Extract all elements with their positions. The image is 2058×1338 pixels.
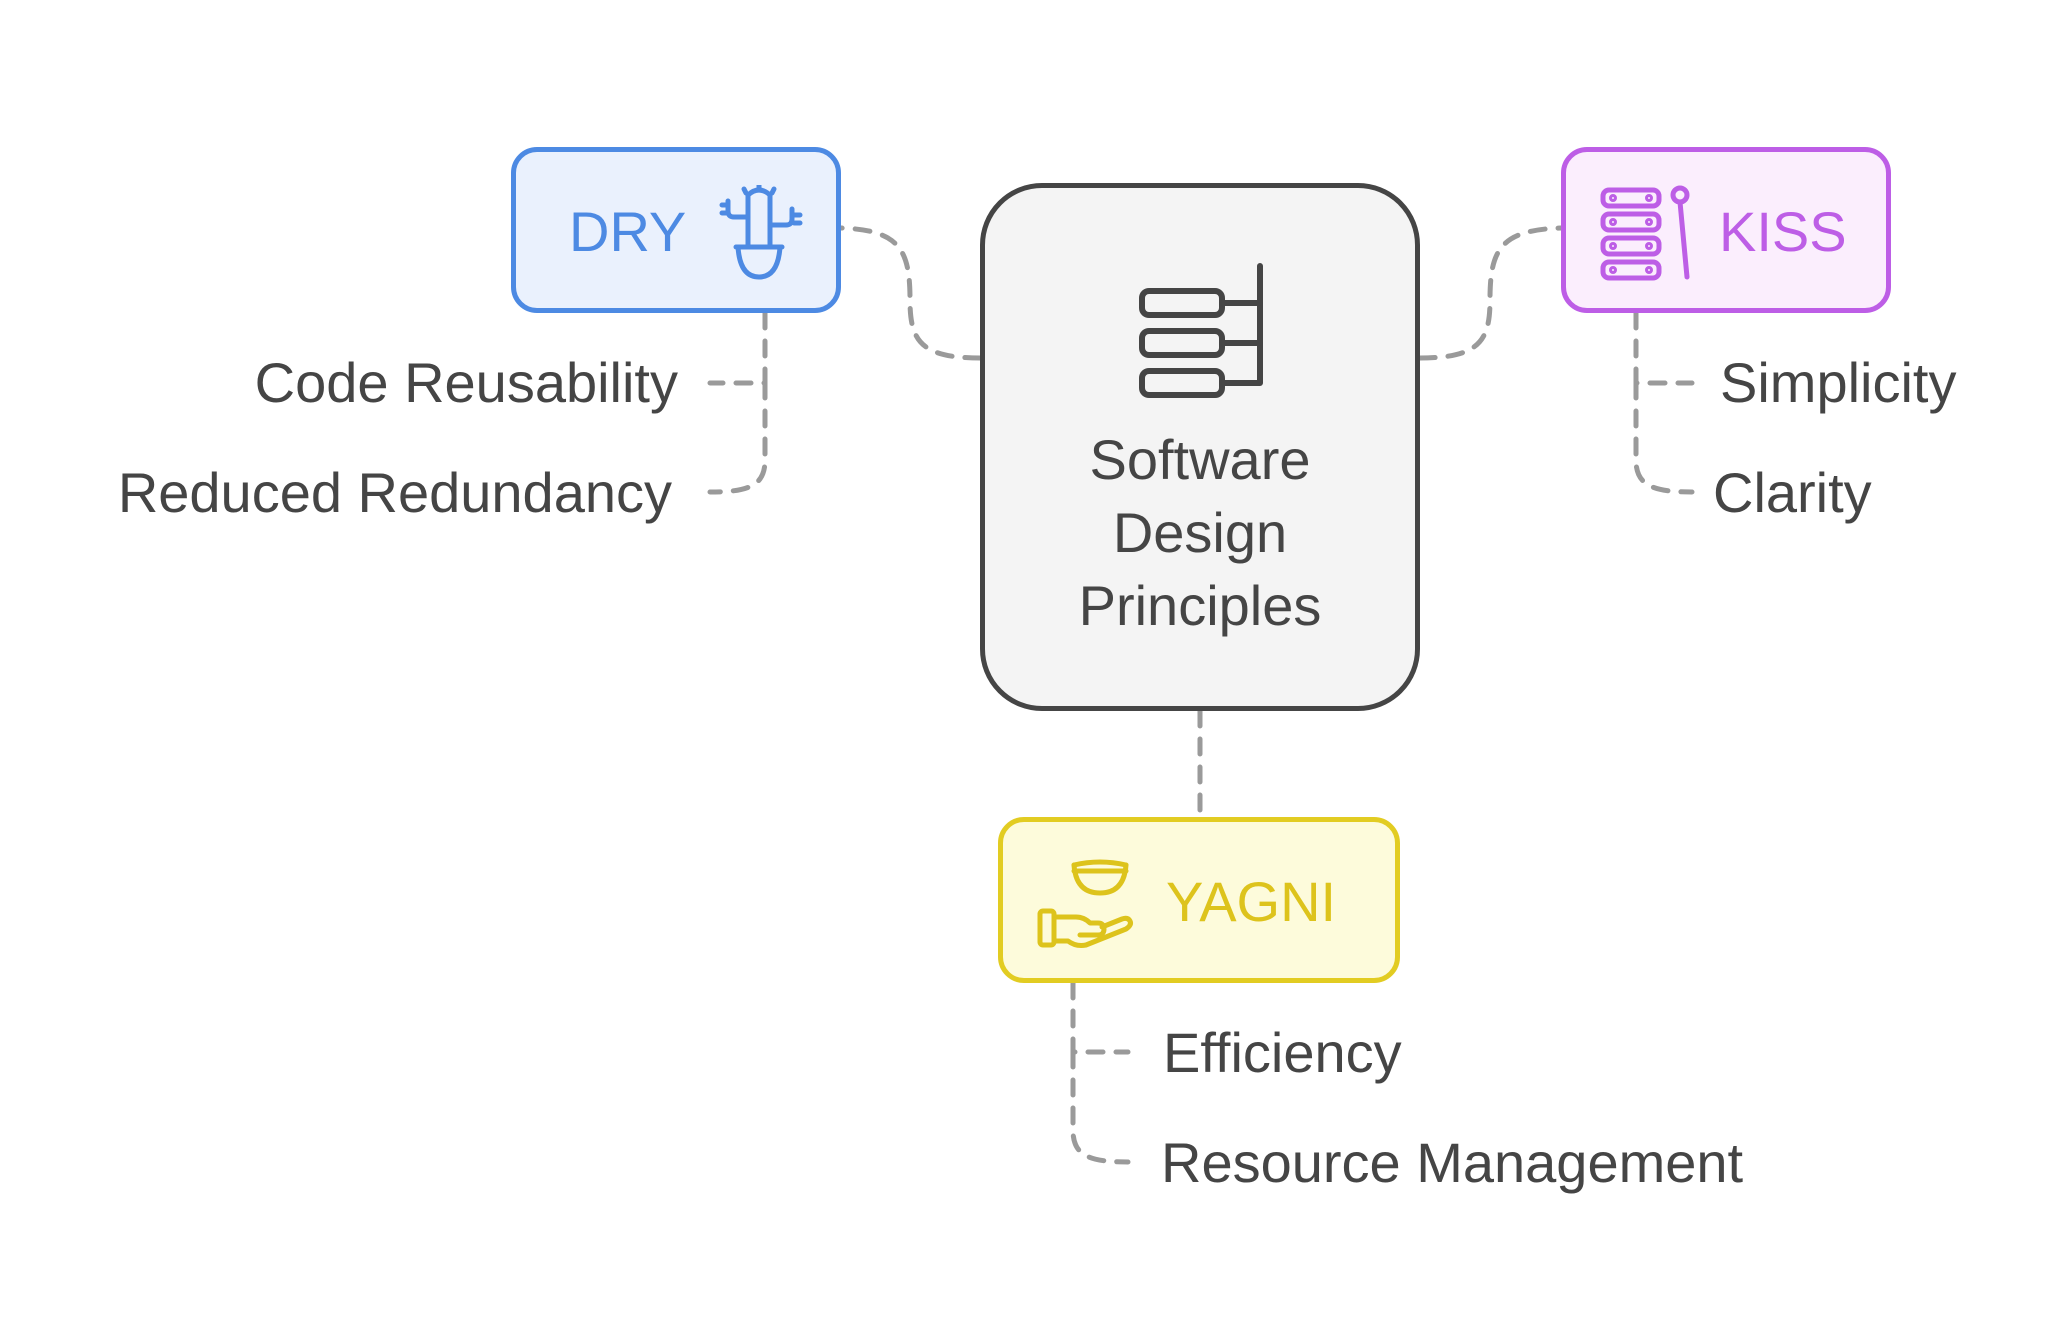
hand-bowl-icon [1037, 859, 1133, 948]
xylophone-icon [1600, 185, 1690, 281]
connector-kiss-clarity [1633, 380, 1695, 495]
center-node: Software Design Principles [980, 183, 1420, 711]
connector-center-kiss [1417, 225, 1564, 361]
connector-yagni-efficiency [1070, 980, 1131, 1055]
leaf-efficiency: Efficiency [1163, 1021, 1402, 1084]
connector-yagni-resource-management [1070, 1049, 1131, 1165]
connector-center-dry [838, 225, 983, 361]
cactus-icon [719, 185, 803, 280]
hierarchy-icon [1139, 263, 1263, 398]
connector-kiss-simplicity [1633, 310, 1695, 386]
center-title-line-3: Principles [1078, 574, 1322, 637]
leaf-resource-management: Resource Management [1161, 1131, 1744, 1194]
yagni-label: YAGNI [1166, 870, 1337, 933]
leaf-clarity: Clarity [1713, 461, 1872, 524]
leaf-reduced-redundancy: Reduced Redundancy [117, 461, 672, 524]
dry-node: DRY [511, 147, 841, 313]
kiss-node: KISS [1561, 147, 1891, 313]
dry-label: DRY [569, 200, 687, 263]
kiss-label: KISS [1719, 200, 1847, 263]
leaf-code-reusability: Code Reusability [254, 351, 678, 414]
yagni-node: YAGNI [998, 817, 1400, 983]
center-title-line-2: Design [1112, 501, 1288, 564]
connector-dry-reduced-redundancy [707, 380, 768, 495]
center-title-line-1: Software [1089, 428, 1311, 491]
center-title: Software Design Principles [985, 423, 1415, 642]
leaf-simplicity: Simplicity [1720, 351, 1957, 414]
connector-dry-code-reusability [707, 310, 768, 386]
